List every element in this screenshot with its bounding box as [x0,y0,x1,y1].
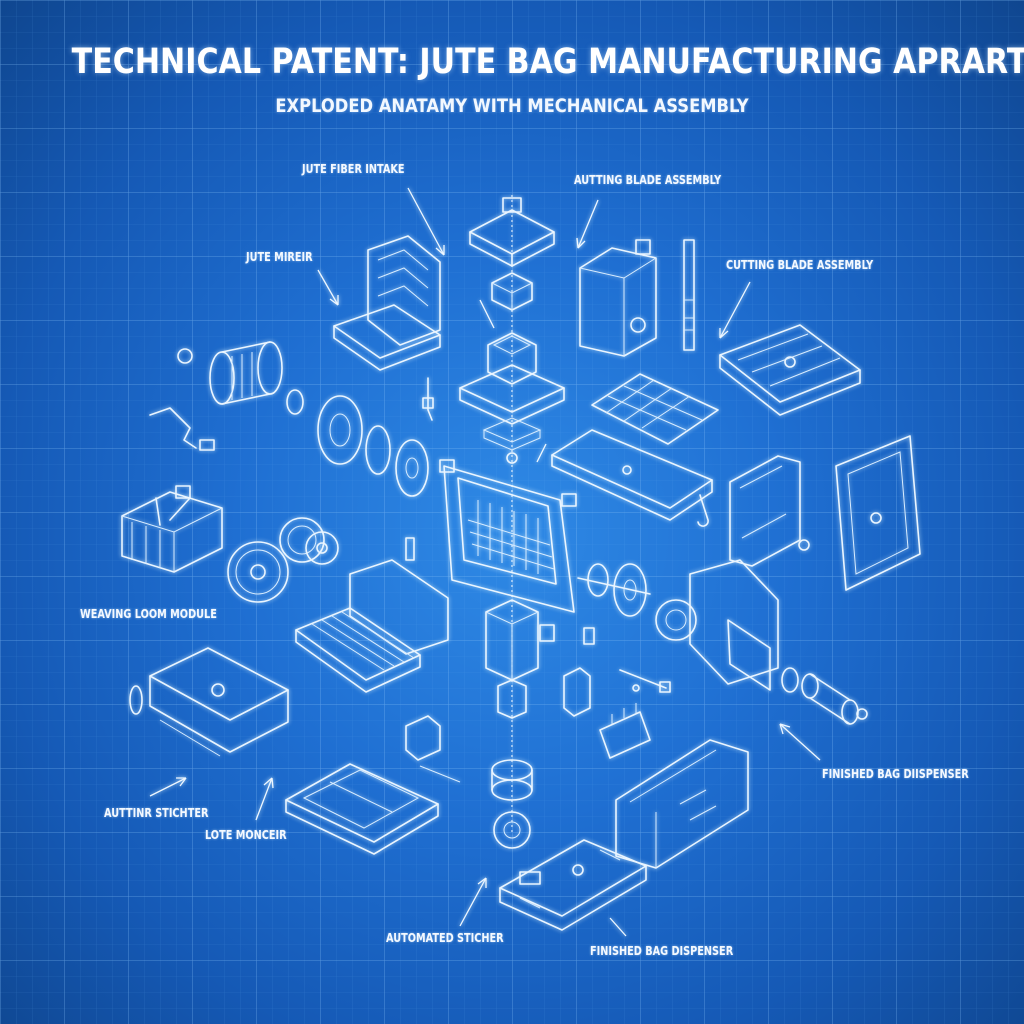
label-lote-monceir: LOTE MONCEIR [205,828,287,842]
small-bracket-parts [563,627,671,717]
page-subtitle: EXPLODED ANATAMY WITH MECHANICAL ASSEMBL… [275,95,749,117]
label-automated-sticher: AUTOMATED STICHER [386,931,504,945]
square-frame-panel [835,435,921,591]
hook-part [422,377,434,421]
right-bracket-part [729,455,810,567]
blade-housing-part [579,239,657,357]
comb-part [599,703,651,759]
small-pin-part [405,537,415,561]
jute-mireir-part [333,235,441,371]
page-title: TECHNICAL PATENT: JUTE BAG MANUFACTURING… [71,42,1024,82]
label-cutting-blade-assembly: CUTTING BLADE ASSEMBLY [726,258,874,272]
cutting-blade-tray-part [719,324,861,416]
center-spindle-part [491,759,533,849]
crank-handle-part [149,407,215,451]
finished-bag-dispenser-part [615,739,749,869]
label-auttinr-stichter: AUTTINR STICHTER [104,806,209,820]
center-shaft-column [485,599,555,719]
automated-stitcher-part [499,839,647,931]
gear-housing-part [655,559,799,693]
slotted-platform-part [551,429,713,527]
cylinder-part [801,673,868,725]
leader-lines [149,187,821,937]
label-weaving-loom-module: WEAVING LOOM MODULE [80,607,217,621]
grid-plate-part [591,373,719,445]
center-pulley-pair [577,563,651,617]
drive-motor-part [177,341,304,415]
lote-monceir-part [285,763,439,855]
weaving-loom-part [295,559,449,693]
label-jute-mireir: JUTE MIREIR [246,250,313,264]
label-finished-bag-diispenser: FINISHED BAG DIISPENSER [822,767,969,781]
large-gear-part [227,541,289,603]
label-jute-fiber-intake: JUTE FIBER INTAKE [302,162,405,176]
label-autting-blade-assembly: AUTTING BLADE ASSEMBLY [574,173,722,187]
main-loom-frame [439,459,577,613]
auttinr-stichter-part [129,647,289,757]
label-finished-bag-dispenser: FINISHED BAG DISPENSER [590,944,734,958]
control-box-part [121,485,223,573]
medium-gear-part [279,517,339,565]
feeder-gear-stack [459,332,565,464]
small-rack-part [405,715,461,783]
blade-rod-part [683,239,695,351]
pulley-disc-stack [317,395,429,497]
jute-fiber-intake-part [469,197,555,311]
